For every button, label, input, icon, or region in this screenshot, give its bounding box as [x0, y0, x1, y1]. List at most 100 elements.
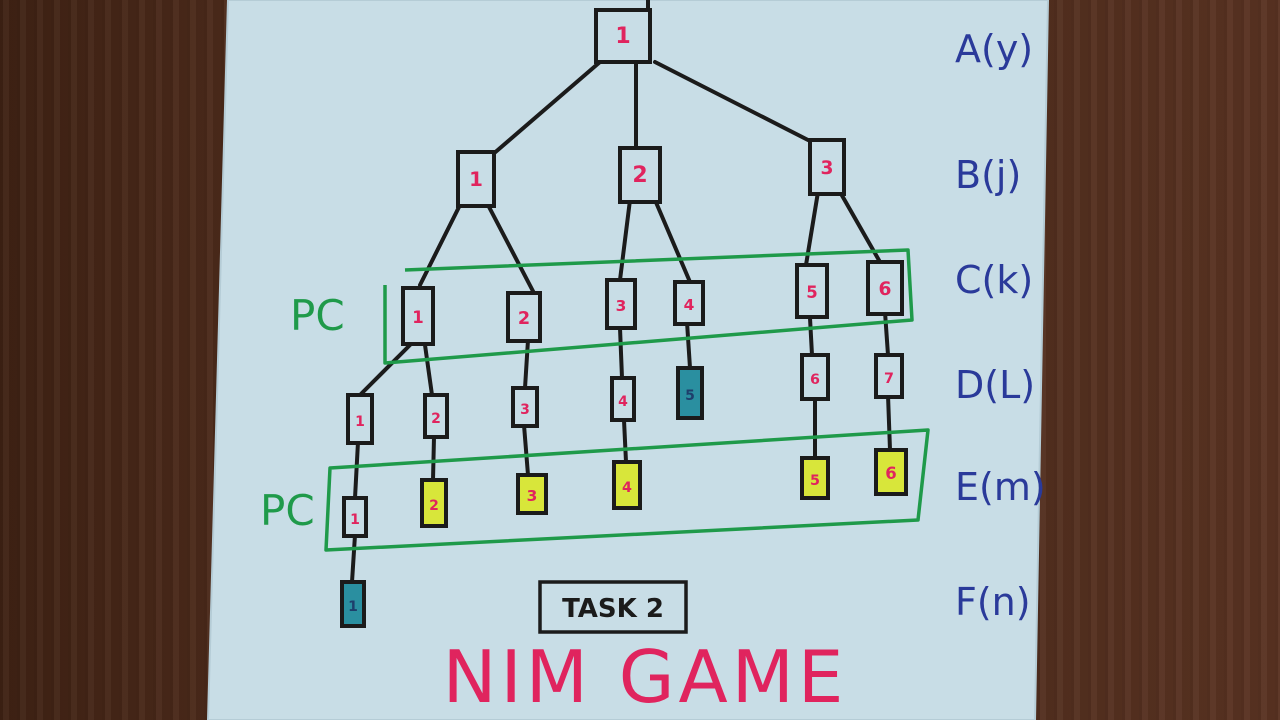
edge-D3-E3	[522, 423, 530, 477]
level-labels: A(y)B(j)C(k)D(L)E(m)F(n)	[955, 27, 1046, 624]
diagram-title: NIM GAME	[443, 635, 848, 719]
node-D3: 3	[511, 386, 539, 428]
node-E2: 2	[420, 478, 448, 528]
pc-band-upper	[383, 248, 914, 365]
node-label-E2: 2	[429, 498, 439, 514]
node-D1: 1	[346, 393, 374, 445]
node-box-E6	[874, 448, 908, 496]
edge-D1-E1	[353, 440, 360, 500]
node-box-D1	[346, 393, 374, 445]
edge-C5-D6	[808, 316, 814, 357]
pc-band-lower	[324, 428, 930, 552]
node-D6: 6	[800, 353, 830, 401]
node-box-D2	[423, 393, 449, 439]
pc-label-lower: PC	[260, 486, 315, 535]
node-label-E4: 4	[622, 480, 632, 496]
node-C2: 2	[506, 291, 542, 343]
node-E4: 4	[612, 460, 642, 510]
node-box-C1	[401, 286, 435, 346]
node-box-D3	[511, 386, 539, 428]
node-C5: 5	[795, 263, 829, 319]
node-label-C2: 2	[518, 309, 530, 329]
node-E6: 6	[874, 448, 908, 496]
node-box-C5	[795, 263, 829, 319]
level-label-F: F(n)	[955, 580, 1031, 624]
edge-D4-E4	[622, 418, 628, 464]
node-box-C4	[673, 280, 705, 326]
node-label-D4: 4	[618, 394, 628, 410]
pc-label-upper: PC	[290, 291, 345, 340]
edge-C1-D1	[358, 343, 412, 397]
node-D4: 4	[610, 376, 636, 422]
node-box-C6	[866, 260, 904, 316]
node-label-D1: 1	[355, 414, 365, 430]
node-label-C5: 5	[806, 283, 817, 302]
edge-C4-D5	[685, 320, 692, 370]
node-label-E1: 1	[350, 512, 360, 528]
node-B2: 2	[618, 146, 662, 204]
level-label-E: E(m)	[955, 465, 1046, 509]
level-label-C: C(k)	[955, 258, 1033, 302]
edge-C6-D7	[883, 310, 890, 357]
node-label-F1: 1	[348, 599, 358, 615]
node-D7: 7	[874, 353, 904, 399]
node-F1: 1	[340, 580, 366, 628]
node-box-D4	[610, 376, 636, 422]
node-label-D6: 6	[810, 372, 820, 388]
node-label-B3: 3	[820, 158, 833, 179]
node-label-E5: 5	[810, 473, 820, 489]
node-C1: 1	[401, 286, 435, 346]
node-label-D5: 5	[685, 388, 695, 404]
node-box-E5	[800, 456, 830, 500]
node-box-E1	[342, 496, 368, 538]
node-box-B1	[456, 150, 496, 208]
node-label-C6: 6	[878, 279, 891, 300]
node-label-D7: 7	[884, 371, 894, 387]
node-label-B2: 2	[632, 163, 647, 188]
node-box-E4	[612, 460, 642, 510]
node-D5: 5	[676, 366, 704, 420]
node-label-E6: 6	[885, 464, 896, 483]
pc-bands	[324, 248, 930, 552]
edge-A1-B1	[490, 60, 602, 157]
node-C3: 3	[605, 278, 637, 330]
node-box-C2	[506, 291, 542, 343]
node-label-D3: 3	[520, 402, 530, 418]
node-box-A1	[594, 8, 652, 64]
edge-E1-F1	[350, 533, 357, 584]
edge-B1-C1	[418, 203, 462, 287]
edge-C2-D3	[523, 338, 530, 390]
node-label-D2: 2	[431, 411, 441, 427]
node-box-E2	[420, 478, 448, 528]
node-label-C1: 1	[412, 308, 423, 327]
node-E1: 1	[342, 496, 368, 538]
node-label-B1: 1	[469, 168, 483, 191]
node-label-C3: 3	[616, 297, 627, 315]
edge-D7-E6	[886, 393, 892, 452]
edge-A1-B3	[653, 60, 810, 142]
node-box-B3	[808, 138, 846, 196]
node-C4: 4	[673, 280, 705, 326]
node-B1: 1	[456, 150, 496, 208]
node-box-C3	[605, 278, 637, 330]
node-E5: 5	[800, 456, 830, 500]
edge-C3-D4	[618, 326, 624, 380]
edge-D2-E2	[431, 435, 436, 482]
node-B3: 3	[808, 138, 846, 196]
node-box-D5	[676, 366, 704, 420]
node-box-D7	[874, 353, 904, 399]
edge-B1-C2	[486, 203, 537, 297]
edge-B2-C3	[618, 198, 632, 282]
node-C6: 6	[866, 260, 904, 316]
task-label: TASK 2	[562, 594, 664, 624]
node-D2: 2	[423, 393, 449, 439]
node-box-F1	[340, 580, 366, 628]
node-label-C4: 4	[684, 296, 695, 314]
level-label-D: D(L)	[955, 363, 1035, 407]
task-box	[538, 580, 688, 634]
node-E3: 3	[516, 473, 548, 515]
level-label-A: A(y)	[955, 27, 1033, 71]
node-box-D6	[800, 353, 830, 401]
